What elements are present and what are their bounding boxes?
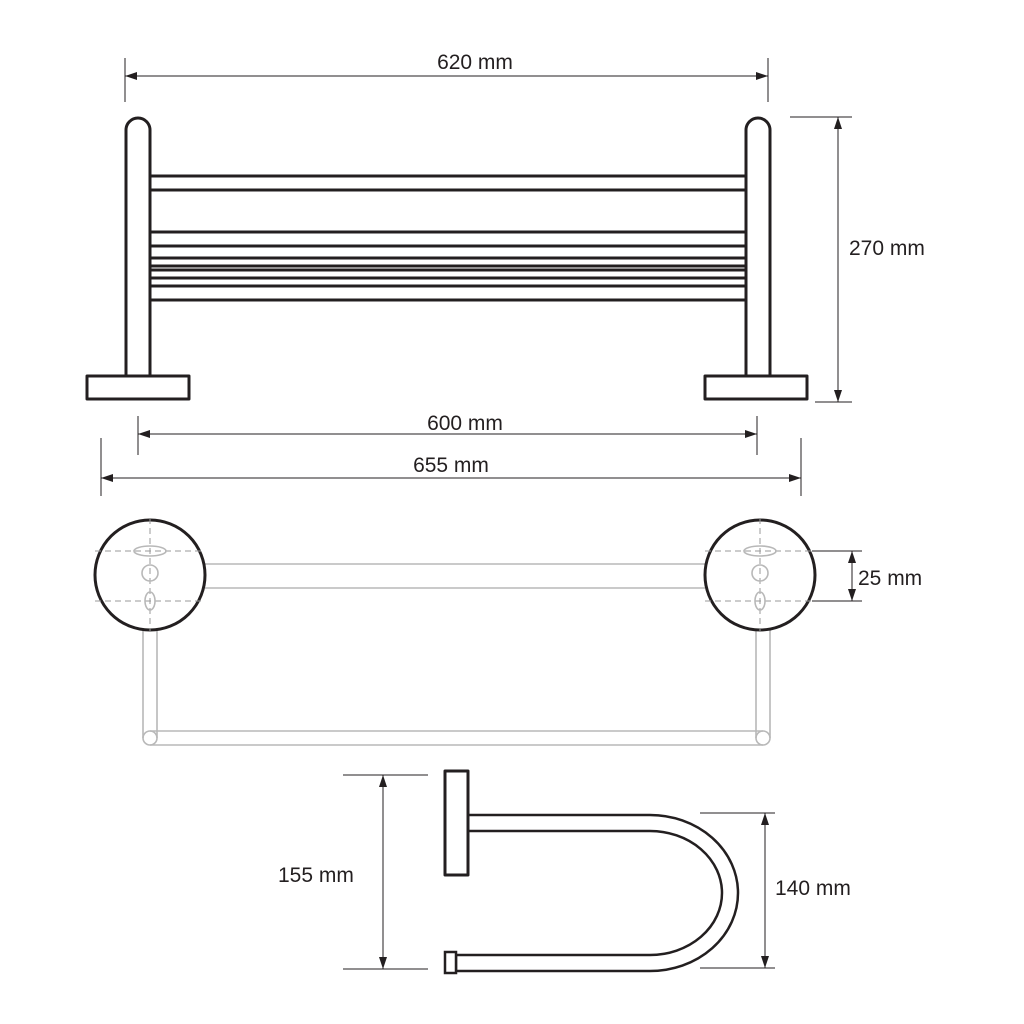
rail-top	[140, 174, 754, 192]
left-flange	[93, 518, 207, 632]
label-projection: 155 mm	[278, 864, 354, 887]
side-view	[443, 769, 740, 975]
left-base	[85, 374, 191, 401]
label-bar-height: 140 mm	[775, 877, 851, 900]
rail-bottom	[140, 284, 754, 302]
dimension-projection: 155 mm	[278, 774, 428, 970]
left-post	[124, 116, 152, 378]
dimension-bar-height: 140 mm	[700, 812, 851, 969]
dimension-top-width: 620 mm	[124, 51, 769, 102]
rail-middle	[140, 230, 754, 248]
dimension-overall-width: 655 mm	[100, 438, 802, 496]
dimension-inner-width: 600 mm	[137, 412, 758, 455]
label-inner-width: 600 mm	[427, 412, 503, 435]
top-view	[93, 518, 817, 746]
label-top-width: 620 mm	[437, 51, 513, 74]
end-cap	[443, 950, 458, 975]
right-base	[703, 374, 809, 401]
dimension-flange-spacing: 25 mm	[812, 550, 922, 602]
right-flange	[703, 518, 817, 632]
dimension-height: 270 mm	[790, 116, 925, 403]
right-post	[744, 116, 772, 378]
rail-inner-1	[148, 256, 748, 268]
label-flange-spacing: 25 mm	[858, 567, 922, 590]
front-view	[85, 116, 809, 401]
label-overall-width: 655 mm	[413, 454, 489, 477]
u-bar	[454, 813, 740, 973]
label-height: 270 mm	[849, 237, 925, 260]
rail-inner-2	[148, 268, 748, 280]
wall-plate	[443, 769, 470, 877]
